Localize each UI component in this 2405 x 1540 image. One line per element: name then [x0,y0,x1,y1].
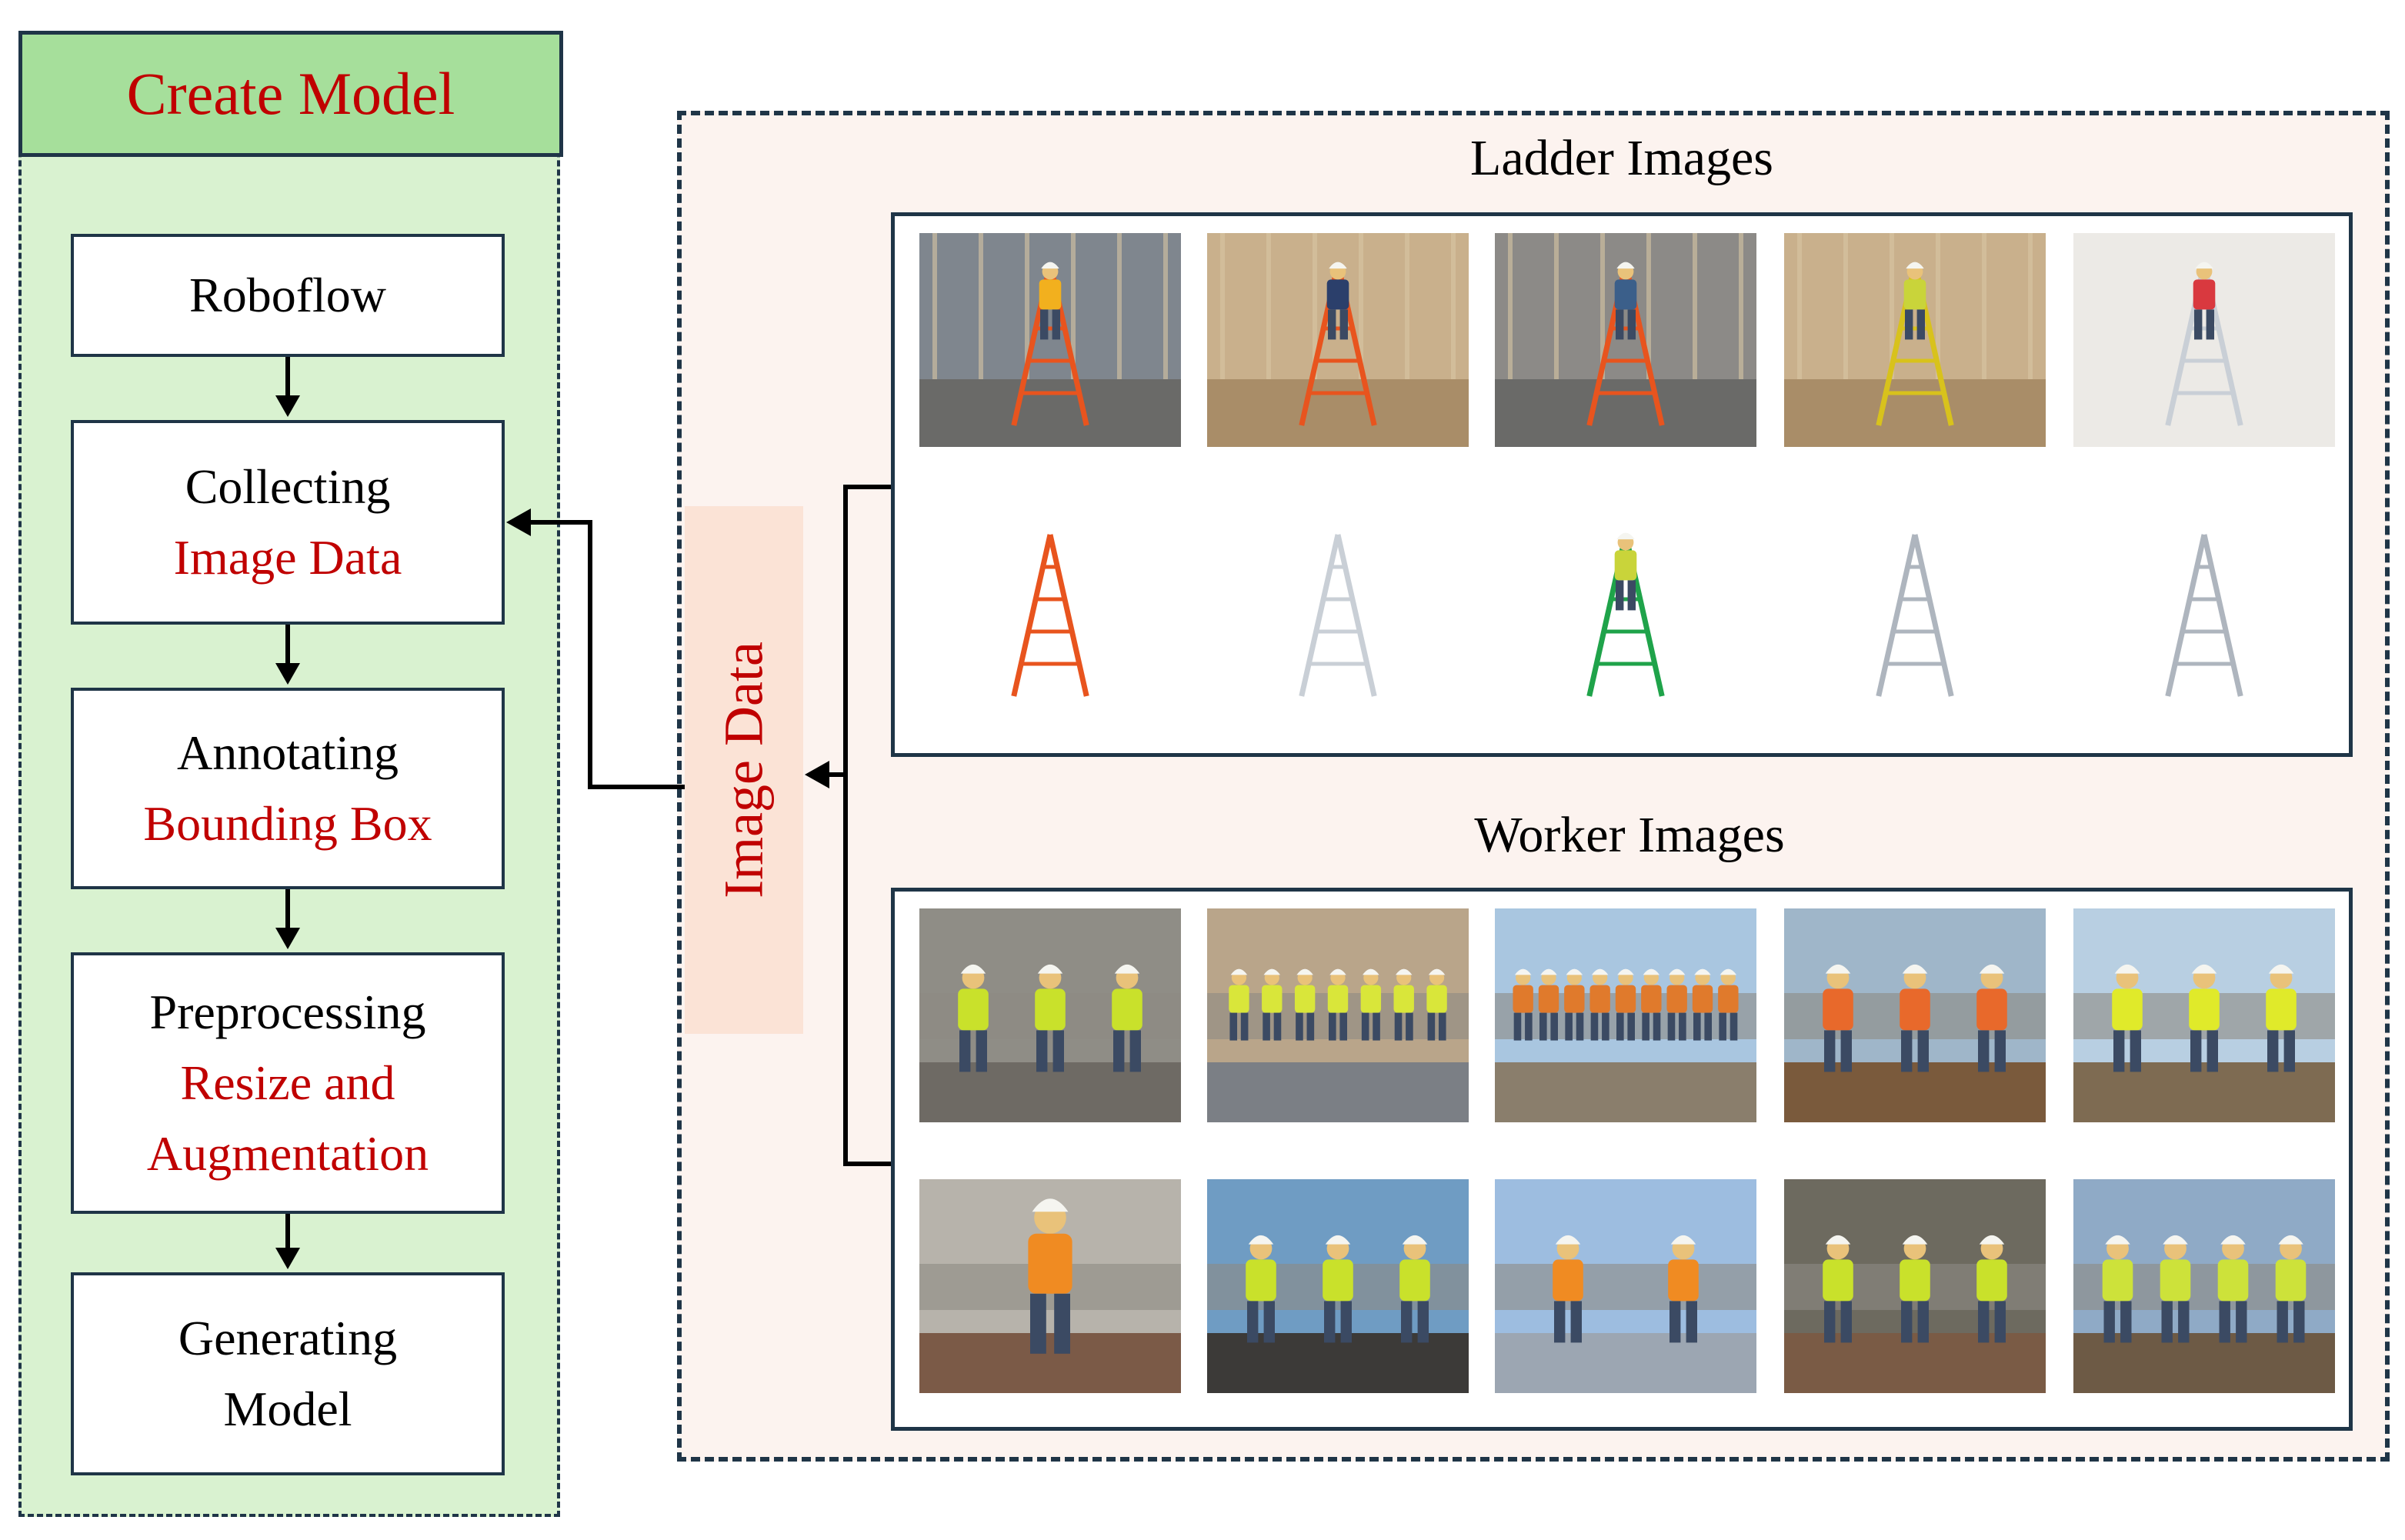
worker-photo [1495,1179,1756,1393]
worker-photo [1784,1179,2046,1393]
bracket-line [843,1162,891,1166]
ladder-photo [1495,233,1756,447]
connector-line [285,625,290,665]
step-preprocessing-line-3: Augmentation [146,1126,429,1181]
connector-line [529,520,591,525]
step-generating-line-2: Model [223,1382,352,1436]
arrow-left-icon [506,508,531,536]
worker-photo [919,1179,1181,1393]
worker-photo [2073,1179,2335,1393]
image-data-label: Image Data [712,642,775,898]
create-model-title: Create Model [126,60,455,127]
worker-photo [919,908,1181,1122]
create-model-header: Create Model [18,31,563,157]
ladder-photo [2073,504,2335,718]
step-annotating-line-1: Annotating [177,725,399,780]
ladder-images-title: Ladder Images [1470,130,1773,186]
ladder-photo [919,504,1181,718]
step-preprocessing-line-2: Resize and [180,1055,395,1110]
step-preprocessing: Preprocessing Resize and Augmentation [71,952,505,1214]
bracket-line [843,485,848,1166]
arrow-down-icon [275,395,300,417]
step-generating-model: Generating Model [71,1272,505,1475]
step-collecting-line-2: Image Data [173,530,402,585]
ladder-photo [2073,233,2335,447]
ladder-photo [1207,504,1469,718]
connector-line [285,1214,290,1249]
connector-line [588,785,685,789]
bracket-line [828,772,846,777]
step-roboflow: Roboflow [71,234,505,357]
arrow-down-icon [275,663,300,685]
ladder-photo [1495,504,1756,718]
step-preprocessing-line-1: Preprocessing [149,985,426,1039]
ladder-photo [1784,504,2046,718]
worker-photo [1495,908,1756,1122]
arrow-down-icon [275,1248,300,1269]
step-annotating-line-2: Bounding Box [143,796,432,851]
ladder-photo [919,233,1181,447]
worker-photo [1207,908,1469,1122]
ladder-photo [1784,233,2046,447]
step-annotating-bounding-box: Annotating Bounding Box [71,688,505,889]
step-generating-line-1: Generating [178,1311,398,1365]
step-collecting-image-data: Collecting Image Data [71,420,505,625]
worker-photo [1207,1179,1469,1393]
ladder-photo [1207,233,1469,447]
arrow-down-icon [275,928,300,949]
connector-line [588,520,592,789]
arrow-left-icon [805,761,829,788]
ladder-images-grid [891,212,2353,757]
connector-line [285,357,290,397]
step-collecting-line-1: Collecting [185,459,391,514]
step-roboflow-line-1: Roboflow [189,268,386,322]
image-data-band [685,506,803,1034]
bracket-line [843,485,891,489]
worker-photo [2073,908,2335,1122]
worker-images-grid [891,888,2353,1431]
worker-images-title: Worker Images [1474,807,1785,863]
worker-photo [1784,908,2046,1122]
connector-line [285,889,290,929]
